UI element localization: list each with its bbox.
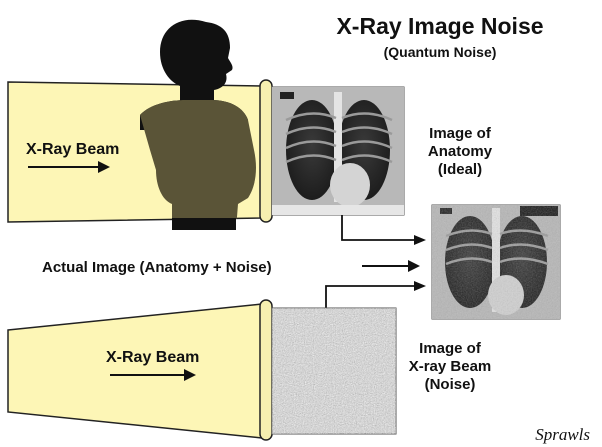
connector-anatomy-to-actual (342, 215, 426, 245)
anatomy-label-line1: Image of (429, 125, 492, 142)
diagram-title: X-Ray Image Noise (336, 13, 543, 39)
actual-image-arrow (362, 260, 420, 272)
noise-label-line2: X-ray Beam (409, 358, 492, 375)
beam-top-label: X-Ray Beam (26, 141, 119, 158)
connector-noise-to-actual (326, 281, 426, 308)
anatomy-label-line2: Anatomy (428, 143, 493, 160)
beam-bottom-label: X-Ray Beam (106, 349, 199, 366)
actual-image-label: Actual Image (Anatomy + Noise) (42, 259, 272, 276)
xray-noise-image (272, 308, 396, 434)
xray-actual-image (432, 205, 560, 319)
xray-anatomy-image (272, 87, 404, 215)
detector-bottom (260, 300, 272, 440)
anatomy-label-line3: (Ideal) (438, 161, 482, 178)
diagram-subtitle: (Quantum Noise) (384, 44, 497, 60)
noise-label-line3: (Noise) (425, 376, 476, 393)
detector-top (260, 80, 272, 222)
noise-label-line1: Image of (419, 340, 482, 357)
xray-beam-bottom (8, 304, 262, 438)
author-signature: Sprawls (535, 425, 590, 444)
